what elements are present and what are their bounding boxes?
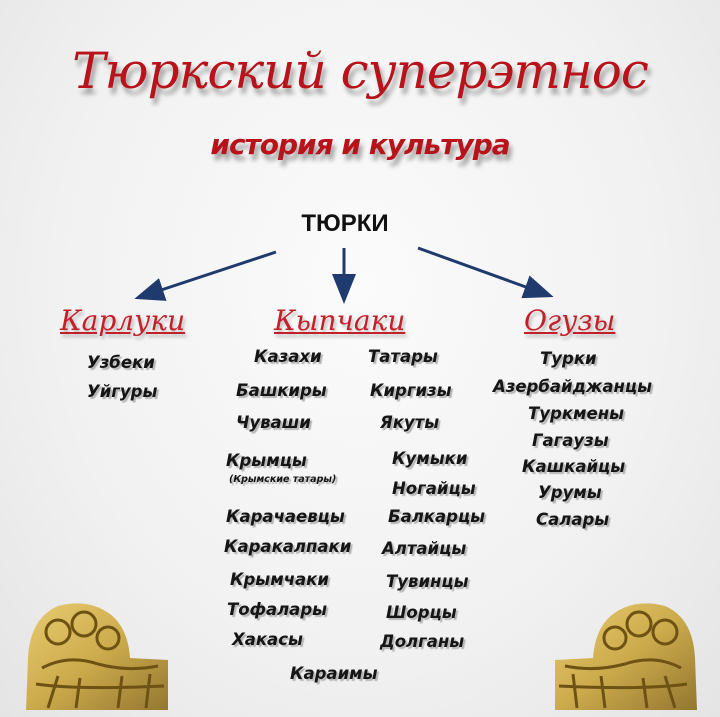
branch-kypchaki: Кыпчаки — [274, 304, 406, 337]
list-item: Долганы — [380, 632, 465, 651]
list-item: Казахи — [254, 347, 322, 366]
list-item: Кашкайцы — [522, 457, 626, 476]
list-item: Турки — [540, 349, 597, 368]
list-item: Гагаузы — [532, 431, 609, 450]
list-item: Тофалары — [227, 600, 328, 619]
list-item: Караимы — [290, 664, 378, 683]
list-item: Салары — [536, 510, 610, 529]
golden-deer-plaque-icon — [555, 603, 697, 710]
list-item: Туркмены — [528, 404, 625, 423]
list-item: Алтайцы — [382, 539, 467, 558]
list-item: Кумыки — [392, 449, 468, 468]
list-item: Урумы — [538, 483, 602, 502]
list-item: Шорцы — [386, 603, 457, 622]
list-item: Якуты — [380, 413, 440, 432]
page-title: Тюркский суперэтнос — [72, 42, 649, 100]
list-item: Хакасы — [232, 630, 303, 649]
list-item: Башкиры — [236, 381, 327, 400]
arrow-to-karluki — [134, 250, 277, 301]
root-node: ТЮРКИ — [301, 210, 389, 237]
list-item: Азербайджанцы — [493, 377, 653, 396]
list-item: Ногайцы — [392, 479, 476, 498]
list-item: Чуваши — [236, 413, 311, 432]
list-item: Татары — [368, 347, 438, 366]
list-item: Крымцы — [226, 451, 307, 470]
list-item: Уйгуры — [87, 382, 158, 401]
page-subtitle: история и культура — [210, 128, 510, 161]
list-item: Узбеки — [87, 353, 155, 372]
branch-karluki: Карлуки — [60, 304, 186, 337]
list-item: Крымчаки — [230, 570, 329, 589]
list-item: Каракалпаки — [224, 537, 352, 556]
list-item: (Крымские татары) — [229, 474, 337, 485]
arrow-to-oguzy — [417, 246, 554, 299]
list-item: Тувинцы — [386, 572, 469, 591]
golden-deer-plaque-icon — [26, 603, 168, 710]
list-item: Балкарцы — [388, 507, 486, 526]
list-item: Киргизы — [370, 381, 452, 400]
branch-oguzy: Огузы — [524, 304, 616, 337]
list-item: Карачаевцы — [226, 507, 345, 526]
